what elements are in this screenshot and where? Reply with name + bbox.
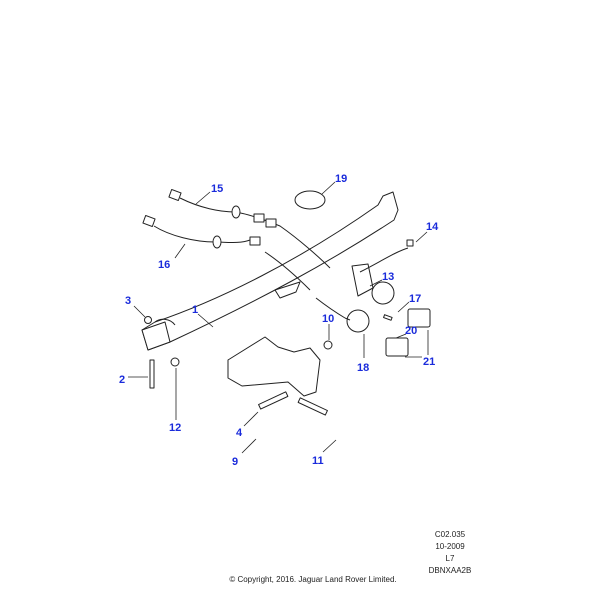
- callout-13[interactable]: 13: [382, 271, 394, 283]
- callout-20[interactable]: 20: [405, 325, 417, 337]
- callout-1[interactable]: 1: [192, 304, 198, 316]
- bolt-11[interactable]: [297, 397, 328, 416]
- callout-16[interactable]: 16: [158, 259, 170, 271]
- mounting-bracket[interactable]: [227, 336, 321, 397]
- cover-21a[interactable]: [407, 308, 431, 328]
- callout-15[interactable]: 15: [211, 183, 223, 195]
- spacer-10[interactable]: [323, 340, 333, 350]
- diagram-level: L7: [445, 554, 455, 563]
- copyright-notice: © Copyright, 2016. Jaguar Land Rover Lim…: [229, 575, 397, 584]
- callout-4[interactable]: 4: [236, 427, 243, 439]
- callout-19[interactable]: 19: [335, 173, 347, 185]
- diagram-meta: C02.035 10-2009 L7 DBNXAA2B: [420, 529, 480, 577]
- callout-18[interactable]: 18: [357, 362, 369, 374]
- electrical-socket-17[interactable]: [371, 281, 395, 305]
- callout-21[interactable]: 21: [423, 356, 435, 368]
- illustration-id: DBNXAA2B: [428, 566, 472, 575]
- tow-bar-crossmember[interactable]: [141, 191, 399, 351]
- callout-17[interactable]: 17: [409, 293, 421, 305]
- wiring-harness-15[interactable]: [168, 189, 331, 269]
- wiring-harness-16[interactable]: [142, 215, 346, 319]
- bolt-2[interactable]: [149, 359, 155, 389]
- electrical-socket-18[interactable]: [346, 309, 370, 333]
- callout-11[interactable]: 11: [312, 455, 324, 467]
- diagram-date: 10-2009: [435, 542, 465, 551]
- screw-14[interactable]: [406, 239, 414, 247]
- cover-plate[interactable]: [294, 190, 326, 210]
- callout-3[interactable]: 3: [125, 295, 131, 307]
- callout-9[interactable]: 9: [232, 456, 238, 468]
- callout-12[interactable]: 12: [169, 422, 181, 434]
- cover-21b[interactable]: [385, 337, 409, 357]
- nut-3[interactable]: [144, 316, 152, 324]
- leader-lines: [128, 181, 429, 454]
- bolt-9[interactable]: [258, 391, 289, 410]
- callout-10[interactable]: 10: [322, 313, 334, 325]
- callout-2[interactable]: 2: [119, 374, 125, 386]
- screw-20[interactable]: [383, 314, 393, 321]
- callout-14[interactable]: 14: [426, 221, 439, 233]
- spacer-12[interactable]: [170, 357, 180, 367]
- diagram-code: C02.035: [434, 530, 466, 539]
